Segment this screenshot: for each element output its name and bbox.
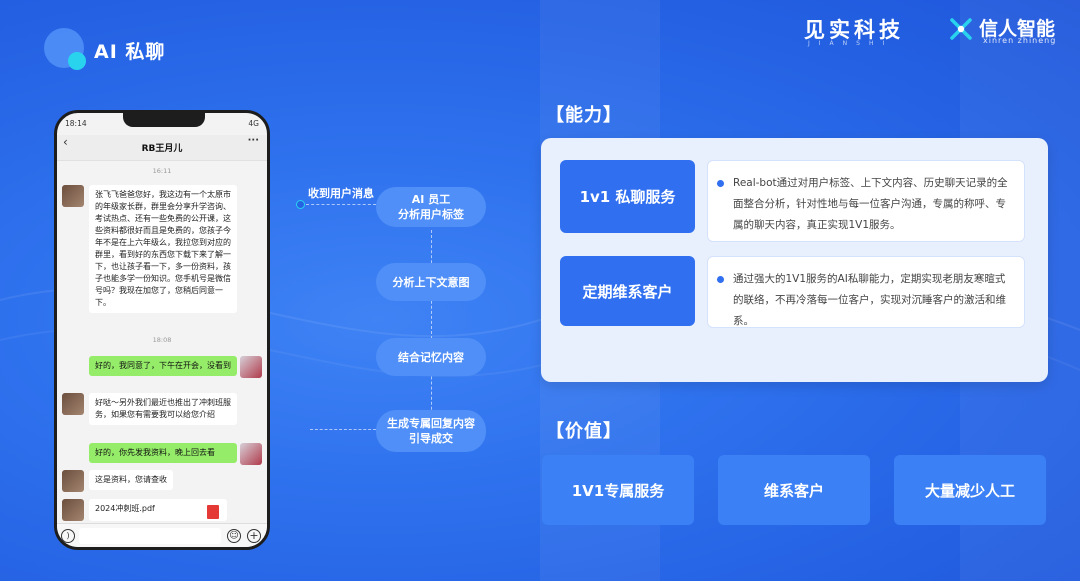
value-1v1-service: 1V1专属服务 <box>542 455 694 525</box>
flow-connector <box>306 204 376 205</box>
back-arrow-icon[interactable]: ‹ <box>63 135 68 149</box>
flow-connector <box>431 230 432 430</box>
ability-1v1-chat: 1v1 私聊服务 <box>560 160 695 233</box>
bullet-icon <box>717 180 724 187</box>
chat-message: 好的，你先发我资料，晚上回去看 <box>89 443 237 463</box>
brand-xinren: 信人智能 <box>979 18 1056 40</box>
flow-step-context: 分析上下文意图 <box>376 263 486 301</box>
status-bar: 18:14 4G <box>65 119 259 131</box>
phone-mockup: 18:14 4G ‹ RB王月儿 ··· 16:11 张飞飞爸爸您好，我这边有一… <box>54 110 270 550</box>
voice-icon[interactable]: ) <box>61 529 75 543</box>
value-retain-customers: 维系客户 <box>718 455 870 525</box>
message-input[interactable] <box>79 528 221 544</box>
flow-step-memory: 结合记忆内容 <box>376 338 486 376</box>
flow-caption: 收到用户消息 <box>308 187 374 200</box>
chat-message: 好的，我同意了，下午在开会，没看到 <box>89 356 237 376</box>
avatar <box>62 185 84 207</box>
chat-timestamp: 18:08 <box>152 336 172 344</box>
ability-title: 【能力】 <box>546 105 622 126</box>
status-network: 4G <box>248 119 259 128</box>
more-icon[interactable]: ··· <box>247 135 259 146</box>
contact-name: RB王月儿 <box>141 144 183 154</box>
ability-retain-desc: 通过强大的1V1服务的AI私聊能力，定期实现老朋友寒暄式的联络，不再冷落每一位客… <box>707 256 1025 328</box>
flow-step-reply: 生成专属回复内容 引导成交 <box>376 410 486 452</box>
status-time: 18:14 <box>65 119 87 128</box>
chat-header: ‹ RB王月儿 ··· <box>57 135 267 161</box>
flow-start-dot <box>296 200 305 209</box>
avatar <box>240 443 262 465</box>
avatar <box>62 393 84 415</box>
chat-timestamp: 16:11 <box>152 167 172 175</box>
phone-notch <box>123 113 205 127</box>
bullet-icon <box>717 276 724 283</box>
pdf-file-icon <box>207 505 219 519</box>
pdf-file-message[interactable]: 2024冲刺班.pdf <box>89 499 227 521</box>
ability-1v1-desc: Real-bot通过对用户标签、上下文内容、历史聊天记录的全面整合分析，针对性地… <box>707 160 1025 242</box>
flow-connector <box>310 429 376 430</box>
flow-step-ai-tags: AI 员工 分析用户标签 <box>376 187 486 227</box>
brand-jianshi: 见实科技 <box>804 18 904 42</box>
avatar <box>62 470 84 492</box>
avatar <box>62 499 84 521</box>
emoji-icon[interactable]: ☺ <box>227 529 241 543</box>
ability-retain-customers: 定期维系客户 <box>560 256 695 326</box>
avatar <box>240 356 262 378</box>
value-title: 【价值】 <box>546 421 622 442</box>
file-name: 2024冲刺班.pdf <box>95 504 155 513</box>
chat-message: 好哒～另外我们最近也推出了冲刺班服务，如果您有需要我可以给您介绍 <box>89 393 237 425</box>
page-title: AI 私聊 <box>94 41 166 63</box>
xinren-logo-icon <box>950 18 972 40</box>
chat-message: 张飞飞爸爸您好，我这边有一个太原市的年级家长群，群里会分享升学咨询、考试热点、还… <box>89 185 237 313</box>
logo-dot-icon <box>68 52 86 70</box>
brand-xinren-sub: xinren zhineng <box>983 36 1057 45</box>
chat-message: 这是资料，您请查收 <box>89 470 173 490</box>
value-reduce-labor: 大量减少人工 <box>894 455 1046 525</box>
brand-jianshi-sub: JIANSHI <box>808 40 894 47</box>
plus-icon[interactable]: + <box>247 529 261 543</box>
chat-input-bar: ) ☺ + <box>57 523 267 547</box>
